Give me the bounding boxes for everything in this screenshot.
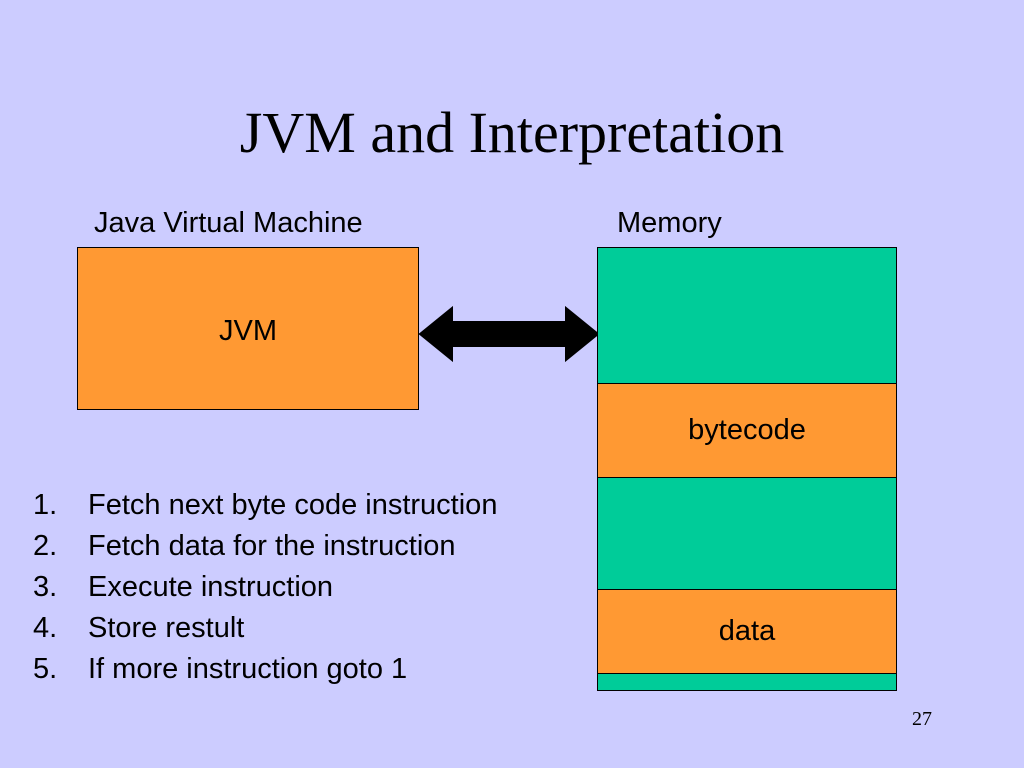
list-item: 3. Execute instruction xyxy=(33,567,497,608)
memory-segment-bytecode: bytecode xyxy=(597,383,897,478)
jvm-box-label: JVM xyxy=(219,315,277,347)
data-label: data xyxy=(718,615,776,647)
list-item: 4. Store restult xyxy=(33,608,497,649)
step-text: Execute instruction xyxy=(88,571,334,603)
double-arrow-icon xyxy=(418,306,600,362)
step-number: 5. xyxy=(33,653,58,685)
step-number: 2. xyxy=(33,530,58,562)
step-number: 3. xyxy=(33,571,58,603)
step-text: Fetch next byte code instruction xyxy=(88,489,498,521)
steps-list: 1. Fetch next byte code instruction 2. F… xyxy=(33,485,497,690)
step-number: 1. xyxy=(33,489,58,521)
step-text: Fetch data for the instruction xyxy=(88,530,456,562)
page-number: 27 xyxy=(912,708,932,730)
bytecode-label: bytecode xyxy=(688,414,806,446)
jvm-box: JVM xyxy=(77,247,419,410)
list-item: 2. Fetch data for the instruction xyxy=(33,526,497,567)
jvm-heading: Java Virtual Machine xyxy=(94,207,363,239)
step-text: Store restult xyxy=(88,612,245,644)
list-item: 1. Fetch next byte code instruction xyxy=(33,485,497,526)
step-text: If more instruction goto 1 xyxy=(88,653,408,685)
step-number: 4. xyxy=(33,612,58,644)
memory-segment-data: data xyxy=(597,589,897,674)
slide-title: JVM and Interpretation xyxy=(239,100,785,165)
memory-heading: Memory xyxy=(617,207,722,239)
list-item: 5. If more instruction goto 1 xyxy=(33,649,497,690)
